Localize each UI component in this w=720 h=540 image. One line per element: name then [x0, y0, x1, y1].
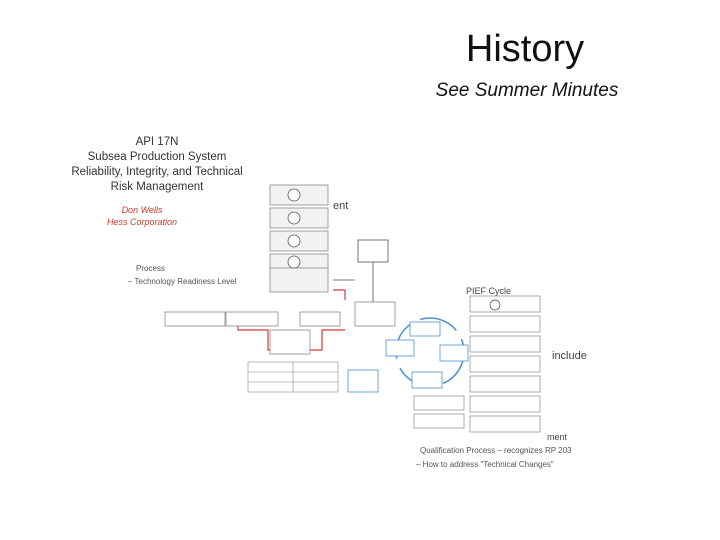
api-title-line: Subsea Production System [87, 151, 227, 163]
fragment-cycle: PIEF Cycle [466, 286, 512, 296]
fragment-include: include [552, 350, 587, 362]
cycle-diagram [347, 317, 469, 393]
fragment-ent: ent [333, 200, 349, 212]
right-flow [413, 295, 541, 433]
api-slide-author: Don Wells Hess Corporation [62, 204, 222, 228]
slide-title: History [465, 28, 585, 70]
slide-subtitle: See Summer Minutes [435, 80, 619, 101]
author-company: Hess Corporation [106, 217, 178, 227]
api-title-line: Risk Management [110, 181, 204, 193]
fragment-trl: – Technology Readiness Level [128, 277, 237, 286]
fragment-process: Process [136, 264, 165, 273]
stage-circles [287, 188, 301, 269]
api-title-line: Reliability, Integrity, and Technical [71, 166, 243, 178]
fragment-ment: ment [547, 432, 568, 442]
connector [333, 239, 389, 302]
api-slide-title: API 17N Subsea Production System Reliabi… [62, 135, 252, 195]
process-chain [164, 301, 396, 355]
author-name: Don Wells [121, 205, 163, 215]
fragment-technical-changes: – How to address "Technical Changes" [416, 460, 554, 469]
table-block [247, 361, 339, 393]
api-title-line: API 17N [135, 136, 179, 148]
fragment-qualification: Qualification Process – recognizes RP 20… [420, 446, 572, 455]
